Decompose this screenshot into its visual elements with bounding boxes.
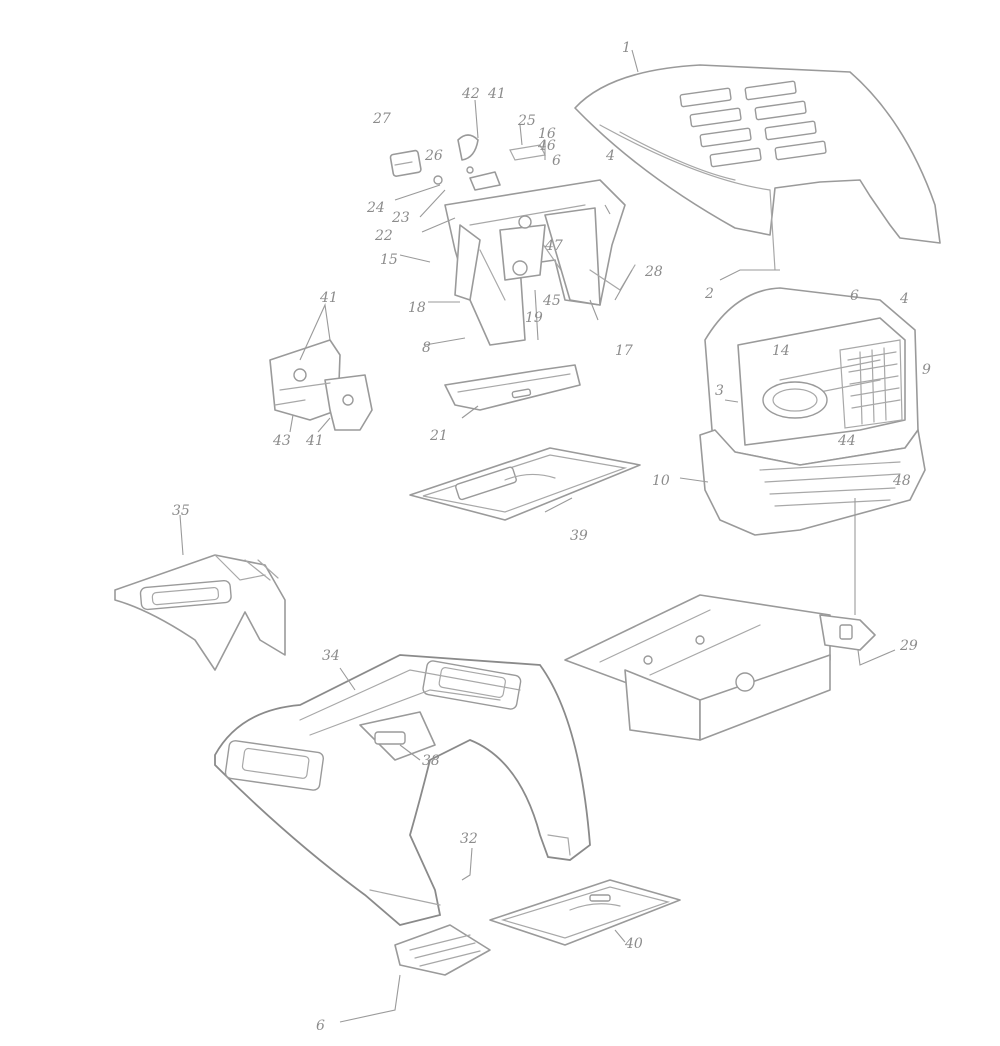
callout-42: 42	[461, 86, 480, 102]
callout-41-top: 41	[319, 290, 338, 306]
callout-10: 10	[652, 473, 670, 489]
callout-46: 46	[537, 138, 556, 154]
callout-labels: 1 2 3 4 4 6 6 6 8 9 10 14 15 16 17 18 19…	[172, 40, 931, 1034]
callout-23: 23	[391, 210, 410, 226]
callout-17: 17	[615, 343, 633, 359]
callout-40: 40	[624, 936, 643, 952]
callout-43: 43	[272, 433, 291, 449]
callout-16: 16	[538, 126, 556, 142]
step-plate	[394, 924, 491, 976]
callout-24: 24	[366, 200, 385, 216]
callout-41-bottom: 41	[305, 433, 324, 449]
callout-19: 19	[525, 310, 543, 326]
callout-44: 44	[837, 433, 856, 449]
callout-47: 47	[544, 238, 563, 254]
callout-9: 9	[922, 362, 931, 378]
dash-support-assembly	[444, 179, 636, 346]
callout-26: 26	[424, 148, 443, 164]
chassis-frame	[564, 594, 876, 741]
callout-6-bottom: 6	[316, 1018, 325, 1034]
callout-41-mid: 41	[487, 86, 506, 102]
callout-4-top: 4	[605, 148, 615, 164]
callout-6-right: 6	[850, 288, 859, 304]
callout-15: 15	[380, 252, 398, 268]
headlight	[762, 381, 828, 419]
side-bracket-assembly	[269, 339, 373, 431]
callout-1: 1	[622, 40, 631, 56]
bracket-parts-top	[389, 134, 546, 191]
seat-mount-plate	[444, 364, 581, 411]
grille-mesh	[839, 339, 903, 429]
callout-35: 35	[172, 503, 190, 519]
callout-4-right: 4	[899, 291, 909, 307]
front-lower-panel	[699, 429, 926, 536]
callout-28: 28	[644, 264, 663, 280]
callout-39: 39	[570, 528, 588, 544]
callout-8: 8	[422, 340, 431, 356]
callout-22: 22	[374, 228, 393, 244]
callout-18: 18	[408, 300, 426, 316]
hood-part	[574, 64, 941, 271]
floor-mat-39	[409, 447, 641, 521]
callout-21: 21	[429, 428, 448, 444]
callout-3: 3	[715, 383, 724, 399]
callout-45: 45	[542, 293, 561, 309]
callout-25: 25	[517, 113, 536, 129]
rear-fender-34	[214, 654, 591, 926]
leader-lines	[179, 49, 896, 1023]
callout-38: 38	[422, 753, 440, 769]
callout-29: 29	[899, 638, 918, 654]
callout-34: 34	[322, 648, 340, 664]
callout-14: 14	[772, 343, 790, 359]
callout-48: 48	[892, 473, 911, 489]
callout-2: 2	[704, 286, 714, 302]
rear-fender-small-35	[114, 554, 286, 671]
callout-32: 32	[460, 831, 478, 847]
hood-vent-slots	[679, 80, 827, 168]
floor-mat-40	[489, 879, 681, 946]
grille-nose-part	[704, 287, 919, 466]
callout-6-top: 6	[552, 153, 561, 169]
callout-27: 27	[372, 111, 391, 127]
